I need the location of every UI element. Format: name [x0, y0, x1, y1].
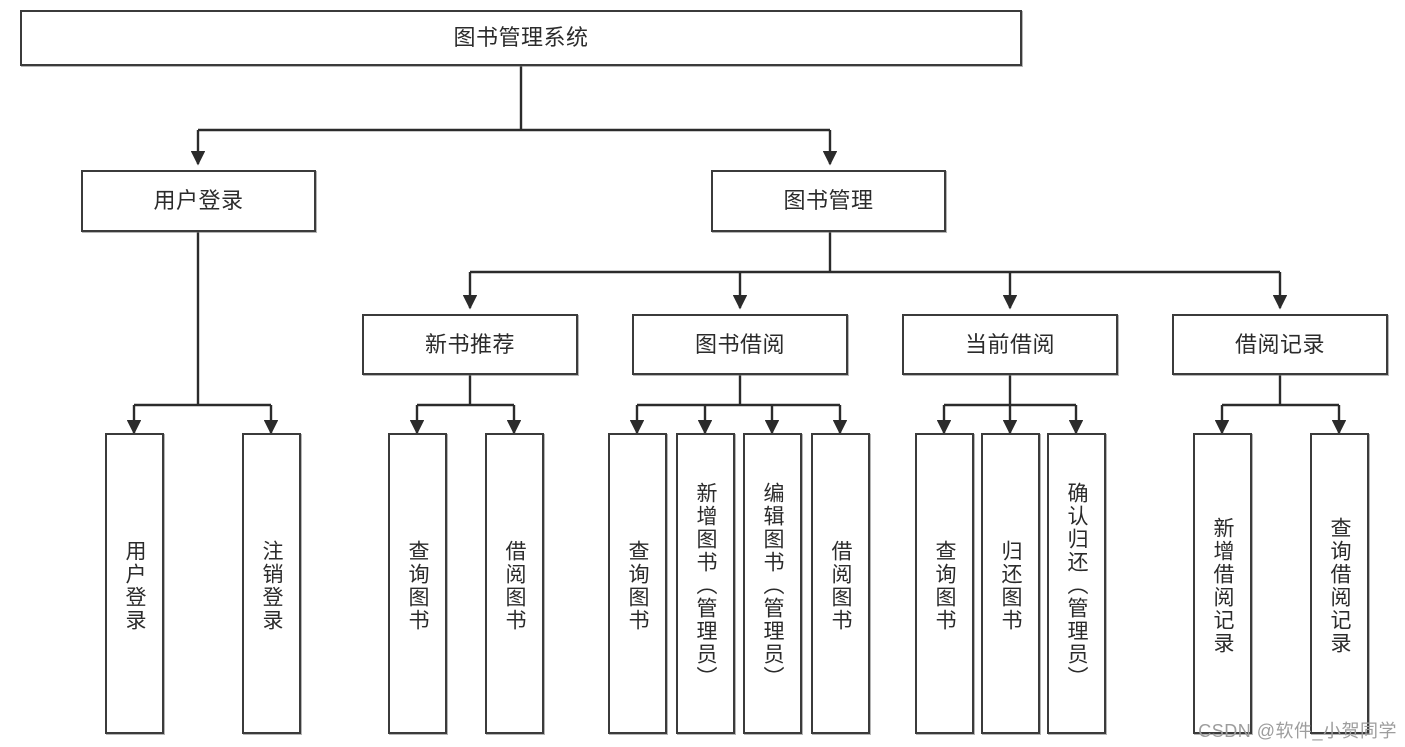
- node-root[interactable]: 图书管理系统: [20, 10, 1022, 66]
- node-newbook-label: 新书推荐: [424, 331, 515, 357]
- node-leaf-add-record-label: 新增借阅记录: [1211, 516, 1234, 655]
- node-leaf-query-book-3-label: 查询图书: [933, 539, 956, 632]
- node-leaf-query-record-label: 查询借阅记录: [1328, 516, 1351, 655]
- node-leaf-borrow-book-1[interactable]: 借阅图书: [485, 433, 544, 734]
- node-login-label: 用户登录: [153, 188, 244, 214]
- node-leaf-query-book-2[interactable]: 查询图书: [608, 433, 667, 734]
- node-leaf-query-book-1-label: 查询图书: [406, 539, 429, 632]
- node-leaf-borrow-book-1-label: 借阅图书: [503, 539, 526, 632]
- node-root-label: 图书管理系统: [453, 25, 589, 51]
- node-leaf-confirm-return-label: 确认归还（管理员）: [1065, 482, 1088, 689]
- node-current[interactable]: 当前借阅: [902, 314, 1118, 375]
- node-leaf-user-login[interactable]: 用户登录: [105, 433, 164, 734]
- node-leaf-logout[interactable]: 注销登录: [242, 433, 301, 734]
- node-leaf-return-book-label: 归还图书: [999, 539, 1022, 632]
- node-leaf-edit-book-label: 编辑图书（管理员）: [761, 482, 784, 689]
- node-newbook[interactable]: 新书推荐: [362, 314, 578, 375]
- node-leaf-query-book-3[interactable]: 查询图书: [915, 433, 974, 734]
- node-leaf-add-record[interactable]: 新增借阅记录: [1193, 433, 1252, 734]
- node-leaf-edit-book[interactable]: 编辑图书（管理员）: [743, 433, 802, 734]
- node-leaf-query-book-1[interactable]: 查询图书: [388, 433, 447, 734]
- node-leaf-query-record[interactable]: 查询借阅记录: [1310, 433, 1369, 734]
- node-leaf-borrow-book-2-label: 借阅图书: [829, 539, 852, 632]
- node-bookmgmt-label: 图书管理: [783, 188, 874, 214]
- node-leaf-confirm-return[interactable]: 确认归还（管理员）: [1047, 433, 1106, 734]
- node-leaf-add-book-label: 新增图书（管理员）: [694, 482, 717, 689]
- node-leaf-logout-label: 注销登录: [260, 539, 283, 632]
- node-borrow-label: 图书借阅: [694, 331, 785, 357]
- node-leaf-query-book-2-label: 查询图书: [626, 539, 649, 632]
- node-borrow[interactable]: 图书借阅: [632, 314, 848, 375]
- node-leaf-add-book[interactable]: 新增图书（管理员）: [676, 433, 735, 734]
- node-leaf-user-login-label: 用户登录: [123, 539, 146, 632]
- node-records-label: 借阅记录: [1234, 331, 1325, 357]
- node-leaf-borrow-book-2[interactable]: 借阅图书: [811, 433, 870, 734]
- node-leaf-return-book[interactable]: 归还图书: [981, 433, 1040, 734]
- node-bookmgmt[interactable]: 图书管理: [711, 170, 946, 232]
- node-records[interactable]: 借阅记录: [1172, 314, 1388, 375]
- node-current-label: 当前借阅: [964, 331, 1055, 357]
- node-login[interactable]: 用户登录: [81, 170, 316, 232]
